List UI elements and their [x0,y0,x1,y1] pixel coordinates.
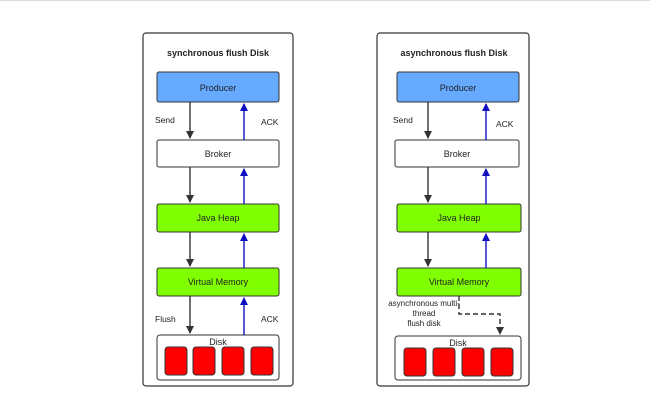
async-panel: asynchronous flush Disk Producer Broker … [376,32,530,387]
sync-send-label: Send [155,115,175,125]
sync-flush-label: Flush [155,314,176,324]
async-flush-label-line3: flush disk [407,319,441,328]
async-disk-block-2 [432,347,456,377]
sync-disk-block-1 [164,346,188,376]
sync-virtual-memory-label: Virtual Memory [188,277,249,287]
sync-broker-label: Broker [205,149,232,159]
async-java-heap-box [396,203,522,233]
top-divider [0,0,650,1]
async-disk-block-4 [490,347,514,377]
sync-disk-block-4 [250,346,274,376]
async-flush-dashed-arrow [458,296,504,335]
sync-producer-label: Producer [200,83,237,93]
async-flush-label-line1: asynchronous multi- [388,299,460,308]
async-ack-top-label: ACK [496,119,514,129]
async-broker-label: Broker [444,149,471,159]
sync-disk-label: Disk [209,337,227,347]
async-producer-label: Producer [440,83,477,93]
sync-virtual-memory-box [156,267,280,297]
sync-ack-top-label: ACK [261,117,279,127]
async-java-heap-label: Java Heap [437,213,480,223]
async-disk-label: Disk [449,338,467,348]
sync-broker-box [156,139,280,168]
sync-java-heap-box [156,203,280,233]
sync-java-heap-label: Java Heap [196,213,239,223]
async-disk-block-1 [403,347,427,377]
async-disk-block-3 [461,347,485,377]
async-virtual-memory-label: Virtual Memory [429,277,490,287]
async-flush-label-line2: thread [413,309,436,318]
sync-producer-box [156,71,280,103]
async-producer-box [396,71,520,103]
async-send-label: Send [393,115,413,125]
sync-disk-block-3 [221,346,245,376]
sync-panel: synchronous flush Disk Producer Broker J… [142,32,294,387]
async-broker-box [394,139,520,168]
sync-panel-title: synchronous flush Disk [167,48,270,58]
sync-ack-bottom-label: ACK [261,314,279,324]
async-panel-title: asynchronous flush Disk [400,48,508,58]
sync-disk-block-2 [192,346,216,376]
